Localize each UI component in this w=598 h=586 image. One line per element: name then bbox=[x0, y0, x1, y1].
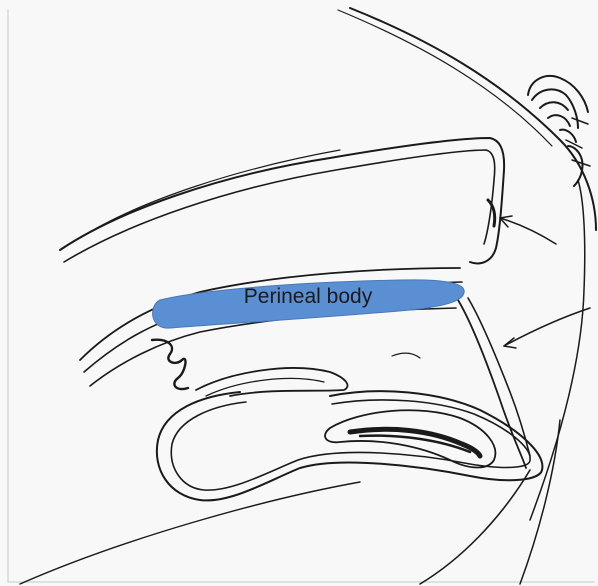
right-wall-inner bbox=[468, 298, 530, 456]
outer-curve-inner bbox=[338, 10, 552, 146]
lower-flap bbox=[196, 368, 348, 396]
perineal-body-label: Perineal body bbox=[150, 286, 466, 307]
arrow-right bbox=[504, 308, 590, 346]
arrow-upper bbox=[500, 218, 556, 244]
small-mark bbox=[392, 353, 420, 358]
upper-band-outer bbox=[60, 138, 504, 263]
lower-right-line bbox=[420, 470, 530, 584]
outer-curve bbox=[350, 8, 596, 230]
